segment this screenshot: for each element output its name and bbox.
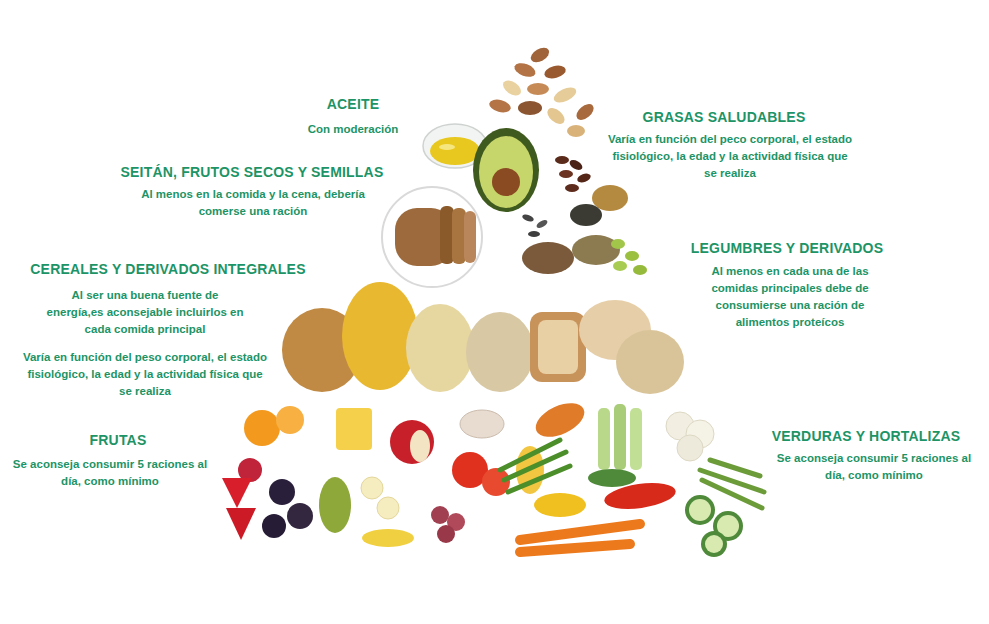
cashew	[552, 84, 579, 105]
avocado-pit	[492, 168, 520, 196]
group-heading: SEITÁN, FRUTOS SECOS Y SEMILLAS	[121, 164, 384, 181]
banana	[362, 529, 414, 547]
avocado-skin	[473, 128, 539, 212]
group-heading: FRUTAS	[90, 432, 147, 449]
seed-pile	[522, 242, 574, 274]
avocado	[473, 128, 539, 212]
group-heading: GRASAS SALUDABLES	[643, 109, 806, 126]
edamame	[611, 239, 625, 249]
seitan-slice	[440, 206, 454, 264]
couscous	[406, 304, 474, 392]
sunflower-seed	[521, 213, 534, 223]
oil-highlight	[439, 144, 455, 150]
pear	[319, 477, 351, 533]
cashew	[544, 105, 567, 127]
cucumber-slice	[701, 531, 727, 557]
grape	[431, 506, 449, 524]
almond	[543, 63, 567, 80]
cauliflower	[677, 435, 703, 461]
edamame	[625, 251, 639, 261]
olive-oil	[430, 137, 480, 165]
cereals	[282, 282, 684, 394]
seitan-slice	[452, 208, 466, 264]
almond	[513, 61, 538, 80]
sunflower-seed	[528, 231, 540, 237]
seitan-plate	[382, 187, 482, 287]
group-note: Varía en función del peso corporal, el e…	[23, 349, 268, 400]
cucumber-slice	[685, 495, 715, 525]
group-heading: CEREALES Y DERIVADOS INTEGRALES	[30, 261, 305, 278]
plate	[382, 187, 482, 287]
group-note: Se aconseja consumir 5 raciones al día, …	[4, 456, 216, 490]
group-heading: ACEITE	[327, 96, 380, 113]
group-heading: LEGUMBRES Y DERIVADOS	[691, 240, 883, 257]
bean	[568, 158, 584, 172]
asparagus	[700, 460, 764, 508]
bean	[559, 170, 573, 178]
cashew	[500, 77, 523, 98]
green-beans	[500, 440, 570, 492]
banana-slice	[361, 477, 383, 499]
fruits	[222, 406, 465, 547]
cucumber-flesh	[689, 499, 711, 521]
group-note: Al menos en la comida y la cena, debería…	[131, 186, 376, 220]
almond	[573, 101, 596, 123]
group-note: Varía en función del peco corporal, el e…	[608, 131, 853, 182]
nuts	[488, 45, 597, 137]
apple-slice	[410, 430, 430, 462]
quinoa	[466, 312, 534, 392]
pecan	[518, 101, 542, 115]
edamame	[613, 261, 627, 271]
almond	[488, 97, 512, 114]
sweet-potato	[531, 396, 590, 443]
orange	[244, 410, 280, 446]
bean	[555, 156, 569, 164]
celery	[614, 404, 626, 470]
walnut	[527, 83, 549, 95]
mushroom	[460, 410, 504, 438]
celery	[598, 408, 610, 470]
bread-crumb	[538, 320, 578, 374]
group-note: Se aconseja consumir 5 raciones al día, …	[767, 450, 982, 484]
pineapple	[336, 408, 372, 450]
macaroni	[342, 282, 418, 390]
green-pepper	[588, 469, 636, 487]
grape	[437, 525, 455, 543]
almond	[528, 45, 551, 65]
edamame	[633, 265, 647, 275]
chia-pile	[570, 204, 602, 226]
lentil-pile	[572, 235, 620, 265]
celery	[630, 408, 642, 470]
strawberry	[222, 478, 252, 508]
group-note: Con moderación	[273, 121, 433, 138]
vegetables	[452, 396, 764, 557]
bean	[565, 184, 579, 192]
group-heading: VERDURAS Y HORTALIZAS	[772, 428, 961, 445]
group-note: Al ser una buena fuente de energía,es ac…	[45, 287, 245, 338]
bean	[576, 172, 592, 184]
banana-slice	[377, 497, 399, 519]
brown-rice	[616, 330, 684, 394]
quinoa-pile	[592, 185, 628, 211]
seeds-and-beans	[521, 156, 647, 275]
group-note: Al menos en cada una de las comidas prin…	[700, 263, 880, 331]
bread-slice	[530, 312, 586, 382]
hazelnut	[567, 125, 585, 137]
yellow-pepper	[534, 493, 586, 517]
blackberry	[262, 514, 286, 538]
seitan-slice	[464, 211, 476, 263]
blackberry	[269, 479, 295, 505]
strawberry	[226, 508, 256, 540]
orange-slice	[276, 406, 304, 434]
apple	[390, 420, 434, 464]
avocado-flesh	[479, 136, 533, 208]
blackberry	[287, 503, 313, 529]
sunflower-seed	[535, 218, 548, 229]
carrots	[520, 524, 640, 552]
cucumber-flesh	[705, 535, 723, 553]
